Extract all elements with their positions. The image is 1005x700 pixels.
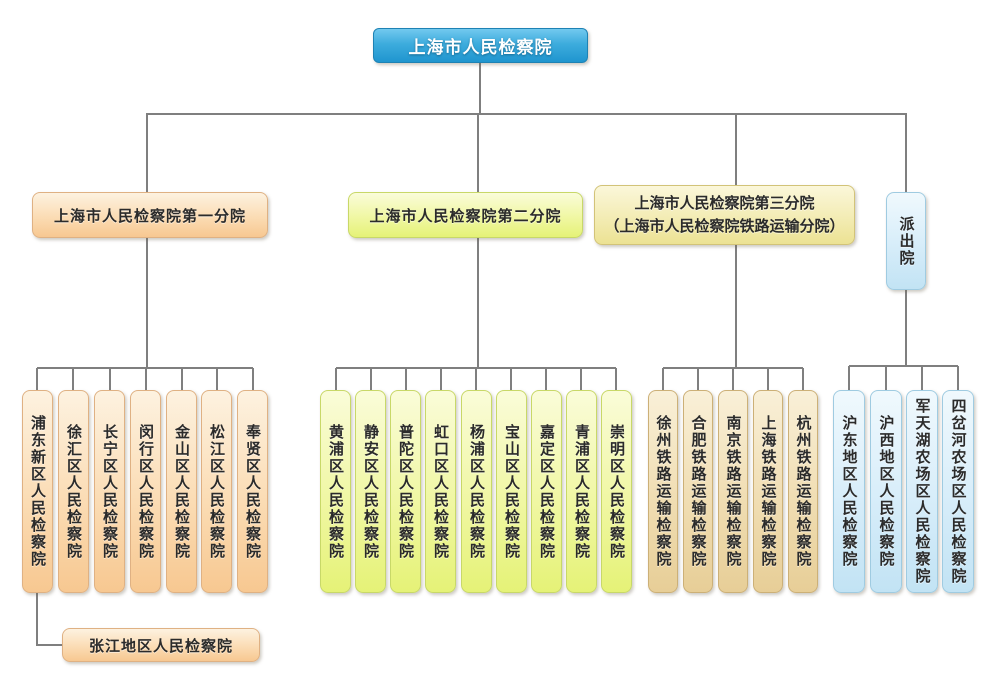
org-node-leaf: 崇明区人民检察院 [601,390,632,593]
connector-branch3 [662,245,804,390]
org-node-leaf: 宝山区人民检察院 [496,390,527,593]
org-node-sub-office: 张江地区人民检察院 [62,628,260,662]
org-node-leaf: 徐汇区人民检察院 [58,390,89,593]
connector-branch4 [848,290,959,390]
org-node-leaf: 松江区人民检察院 [201,390,232,593]
connector-branch2 [335,238,617,390]
org-node-leaf: 虹口区人民检察院 [425,390,456,593]
org-node-leaf: 静安区人民检察院 [355,390,386,593]
org-node-branch4: 派出院 [886,192,926,290]
org-node-leaf: 闵行区人民检察院 [130,390,161,593]
org-node-branch3: 上海市人民检察院第三分院 （上海市人民检察院铁路运输分院） [594,185,855,245]
org-node-leaf: 金山区人民检察院 [166,390,197,593]
org-node-leaf: 嘉定区人民检察院 [531,390,562,593]
org-node-branch2: 上海市人民检察院第二分院 [348,192,583,238]
org-node-leaf: 杨浦区人民检察院 [461,390,492,593]
org-node-leaf: 浦东新区人民检察院 [22,390,53,593]
org-node-leaf: 上海铁路运输检察院 [753,390,783,593]
org-node-leaf: 沪东地区人民检察院 [833,390,865,593]
org-node-leaf: 徐州铁路运输检察院 [648,390,678,593]
org-node-leaf: 黄浦区人民检察院 [320,390,351,593]
branch3-label-line2: （上海市人民检察院铁路运输分院） [604,217,845,235]
org-node-leaf: 南京铁路运输检察院 [718,390,748,593]
connector-root [146,63,907,192]
org-node-leaf: 长宁区人民检察院 [94,390,125,593]
org-node-leaf: 四岔河农场区人民检察院 [942,390,974,593]
connector-branch1 [36,238,254,390]
org-node-leaf: 沪西地区人民检察院 [870,390,902,593]
org-node-leaf: 普陀区人民检察院 [390,390,421,593]
branch3-label-line1: 上海市人民检察院第三分院 [634,193,815,212]
org-node-leaf: 青浦区人民检察院 [566,390,597,593]
connector-sub-office [36,593,62,646]
org-node-leaf: 奉贤区人民检察院 [237,390,268,593]
org-node-leaf: 合肥铁路运输检察院 [683,390,713,593]
org-node-leaf: 杭州铁路运输检察院 [788,390,818,593]
org-node-root: 上海市人民检察院 [373,28,588,63]
org-node-leaf: 军天湖农场区人民检察院 [906,390,938,593]
org-node-branch1: 上海市人民检察院第一分院 [32,192,268,238]
